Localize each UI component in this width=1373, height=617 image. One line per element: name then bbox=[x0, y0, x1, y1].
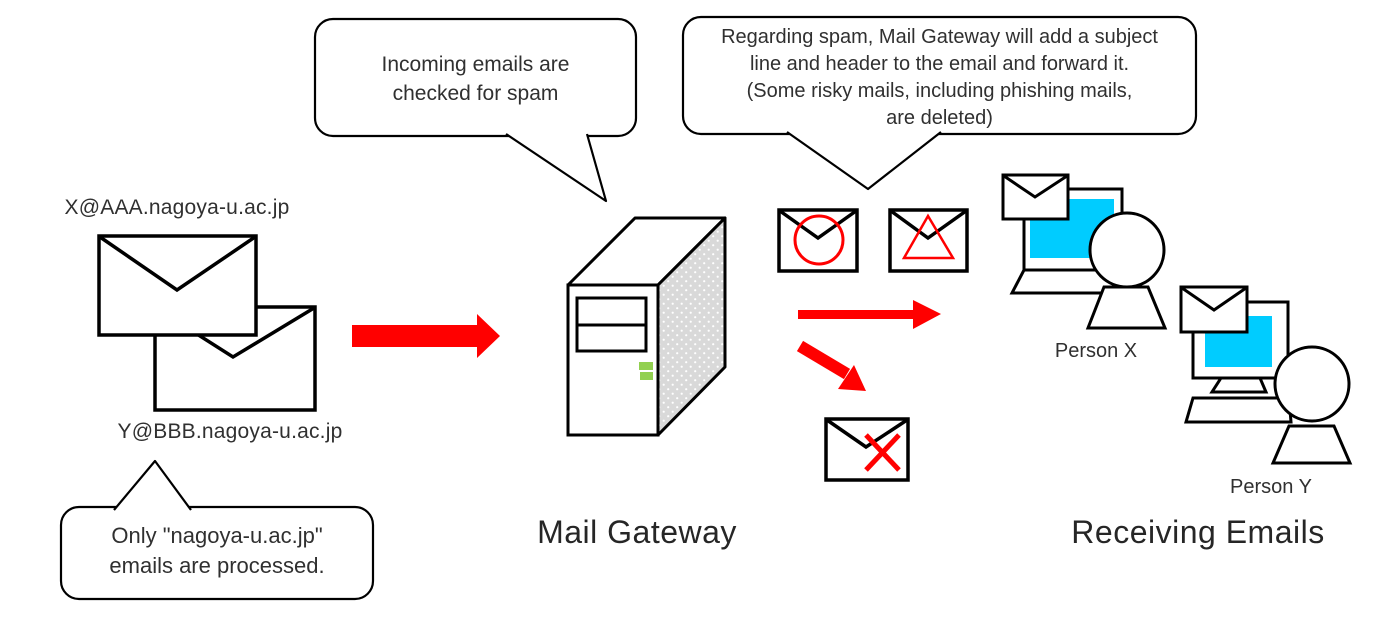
deleted-envelope-icon bbox=[824, 417, 910, 482]
envelope-x-icon bbox=[97, 234, 258, 337]
forward-bubble-line: are deleted) bbox=[886, 107, 993, 129]
forward-bubble-text: Regarding spam, Mail Gateway will add a … bbox=[683, 24, 1196, 132]
incoming-bubble-line: checked for spam bbox=[392, 82, 559, 105]
circle-mark-icon bbox=[793, 214, 845, 266]
mail-gateway-server-icon bbox=[566, 216, 727, 437]
domain-filter-bubble-line: Only "nagoya-u.ac.jp" bbox=[111, 523, 323, 548]
arrow-forward-icon bbox=[798, 300, 941, 329]
person-y-label: Person Y bbox=[1230, 476, 1312, 498]
spam-checked-envelope-triangle-icon bbox=[888, 208, 969, 273]
triangle-mark-icon bbox=[901, 213, 956, 260]
arrow-to-gateway-icon bbox=[352, 314, 500, 358]
incoming-bubble-line: Incoming emails are bbox=[381, 53, 570, 76]
forward-bubble-line: (Some risky mails, including phishing ma… bbox=[746, 80, 1133, 102]
incoming-bubble-text: Incoming emails are checked for spam bbox=[315, 50, 636, 108]
keyboard-base-icon bbox=[1184, 396, 1293, 424]
monitor-stand-icon bbox=[1209, 376, 1269, 394]
x-mark-icon bbox=[864, 433, 901, 472]
receiving-emails-title: Receiving Emails bbox=[1071, 514, 1325, 550]
person-y-workstation-icon bbox=[1179, 285, 1353, 465]
led-light-icon bbox=[640, 372, 653, 380]
person-x-icon bbox=[1085, 211, 1168, 330]
arrow-delete-icon bbox=[796, 340, 866, 391]
speech-bubble-domain-filter bbox=[59, 459, 375, 601]
speech-bubble-incoming bbox=[313, 17, 638, 203]
speech-bubble-forward bbox=[681, 15, 1198, 191]
person-x-label: Person X bbox=[1054, 340, 1138, 362]
email-address-y-label: Y@BBB.nagoya-u.ac.jp bbox=[117, 420, 343, 443]
received-envelope-icon bbox=[1001, 173, 1070, 221]
forward-bubble-line: Regarding spam, Mail Gateway will add a … bbox=[721, 26, 1158, 48]
led-light-icon bbox=[639, 362, 653, 370]
domain-filter-bubble-text: Only "nagoya-u.ac.jp" emails are process… bbox=[61, 521, 373, 581]
received-envelope-icon bbox=[1179, 285, 1249, 334]
person-x-workstation-icon bbox=[1001, 173, 1168, 330]
mail-gateway-title: Mail Gateway bbox=[537, 514, 737, 550]
email-address-x-label: X@AAA.nagoya-u.ac.jp bbox=[64, 196, 290, 219]
domain-filter-bubble-line: emails are processed. bbox=[109, 553, 325, 578]
forward-bubble-line: line and header to the email and forward… bbox=[749, 53, 1130, 75]
spam-checked-envelope-circle-icon bbox=[777, 208, 859, 273]
person-y-icon bbox=[1270, 345, 1353, 465]
